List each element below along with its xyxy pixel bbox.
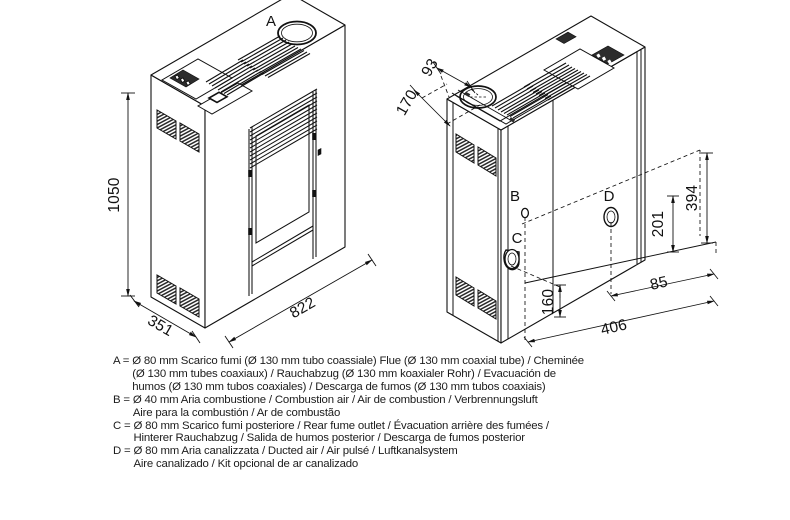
projection-plane-solid-edges (524, 241, 717, 284)
legend-text-b: Ø 40 mm Aria combustione / Combustion ai… (133, 394, 782, 420)
callout-c: C (512, 230, 523, 247)
dimension-1050 (121, 92, 135, 297)
legend-key-a: A = (113, 355, 133, 367)
dimension-394 (701, 152, 713, 244)
dimension-label-170: 170 (393, 87, 421, 119)
rear-fume-outlet-c (503, 248, 520, 271)
legend-line: humos (Ø 130 mm tubos coaxiales) / Desca… (132, 380, 546, 393)
legend-text-d: Ø 80 mm Aria canalizzata / Ducted air / … (134, 445, 783, 471)
top-surface-details-right (451, 31, 625, 125)
left-isometric-view: A 1050 351 822 (106, 0, 377, 349)
dimension-label-201: 201 (650, 211, 667, 237)
combustion-air-inlet-b (520, 207, 530, 219)
legend-line: Aire canalizado / Kit opcional de ar can… (133, 458, 359, 471)
dimension-label-406: 406 (599, 316, 629, 339)
legend-line: Aire para la combustión / Ar de combustã… (132, 406, 341, 419)
legend-item-d: D = Ø 80 mm Aria canalizzata / Ducted ai… (0, 445, 790, 471)
legend-key-b: B = (113, 393, 133, 406)
legend-text-c: Ø 80 mm Scarico fumi posteriore / Rear f… (134, 420, 783, 446)
legend-text-a: Ø 80 mm Scarico fumi (Ø 130 mm tubo coas… (132, 355, 782, 394)
top-vent-grille-1 (205, 59, 265, 96)
legend-key-d: D = (113, 445, 134, 458)
legend-key-c: C = (113, 419, 134, 432)
top-vent-grille-2 (237, 35, 311, 78)
side-vents-right-lower (455, 276, 497, 320)
legend-line: Ø 80 mm Aria canalizzata / Ducted air / … (133, 445, 458, 458)
legend-line: Ø 80 mm Scarico fumi (Ø 130 mm tubo coas… (132, 355, 584, 367)
dimension-label-160: 160 (540, 289, 557, 316)
side-vents-left-upper (156, 109, 200, 153)
legend-block: A = Ø 80 mm Scarico fumi (Ø 130 mm tubo … (0, 355, 790, 520)
rear-panel-seams (452, 49, 642, 341)
legend-item-a: A = Ø 80 mm Scarico fumi (Ø 130 mm tubo … (0, 355, 790, 394)
dimension-201 (667, 195, 679, 253)
projection-plane-dashed (510, 149, 701, 288)
dimension-406 (523, 295, 719, 348)
dimension-85 (606, 268, 719, 302)
side-vents-right-upper (455, 133, 497, 177)
legend-line: Ø 80 mm Scarico fumi posteriore / Rear f… (133, 419, 550, 432)
dimension-label-1050: 1050 (106, 177, 123, 212)
top-vent-grille-right-2 (523, 62, 591, 101)
callout-a-left: A (266, 13, 276, 30)
legend-line: (Ø 130 mm tubes coaxiaux) / Rauchabzug (… (132, 367, 556, 380)
right-isometric-view: C B D (393, 15, 719, 348)
legend-item-c: C = Ø 80 mm Scarico fumi posteriore / Re… (0, 420, 790, 446)
technical-drawing-canvas: A 1050 351 822 (106, 0, 719, 349)
dimension-822 (224, 253, 377, 349)
control-panel-buttons-left (174, 74, 191, 87)
callout-d: D (604, 188, 615, 205)
dimension-93 (432, 61, 479, 98)
callout-b: B (510, 188, 520, 205)
dimension-label-85: 85 (648, 273, 669, 294)
control-panel-buttons-right (596, 53, 612, 64)
dimension-170 (409, 83, 481, 127)
dimension-351 (129, 294, 201, 344)
dimension-label-93: 93 (418, 56, 442, 80)
legend-line: Hinterer Rauchabzug / Salida de humos po… (133, 432, 526, 445)
dimension-label-351: 351 (145, 312, 176, 340)
dimension-label-394: 394 (684, 185, 701, 212)
top-vent-grille-right-1 (491, 83, 552, 119)
top-surface-details-left (160, 20, 317, 115)
legend-line: Ø 40 mm Aria combustione / Combustion ai… (132, 393, 538, 406)
dimension-label-822: 822 (287, 294, 318, 322)
legend-item-b: B = Ø 40 mm Aria combustione / Combustio… (0, 394, 790, 420)
